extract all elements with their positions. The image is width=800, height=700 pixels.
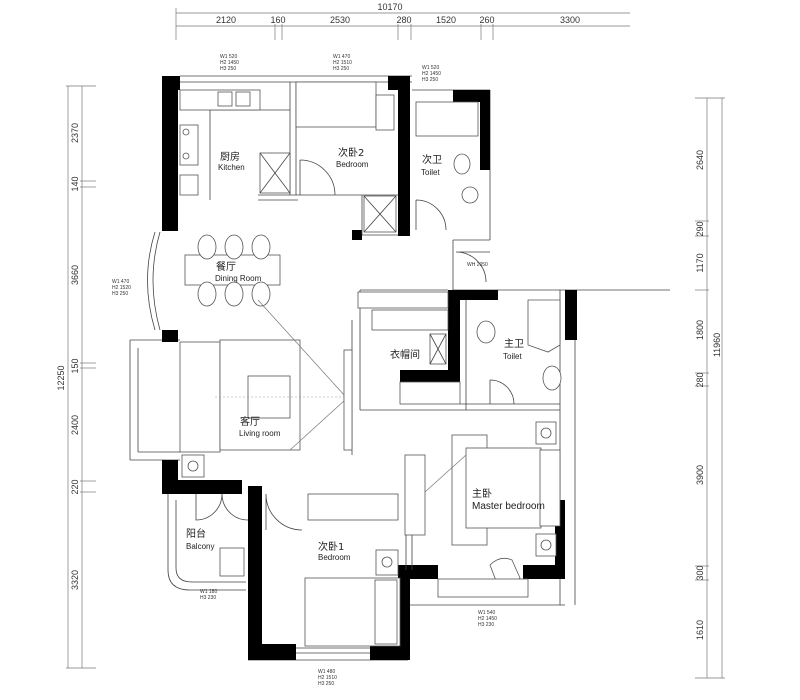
dim-label: 160 xyxy=(270,15,285,25)
room-label-balcony-cn: 阳台 xyxy=(186,527,206,540)
dim-label: 280 xyxy=(396,15,411,25)
room-label-kitchen-cn: 厨房 xyxy=(220,150,240,163)
master-bed xyxy=(465,447,542,529)
door-tag: WH 2050 xyxy=(467,262,488,268)
dim-label: 280 xyxy=(695,372,705,387)
window-tag: H3 250 xyxy=(318,681,334,687)
dim-label: 260 xyxy=(479,15,494,25)
washer xyxy=(219,547,245,577)
window-tag: W1 520 xyxy=(422,65,439,71)
dim-label: 1800 xyxy=(695,320,705,340)
dim-label: 2640 xyxy=(695,150,705,170)
window-tag: W1 470 xyxy=(333,54,350,60)
basin-icon xyxy=(542,365,562,391)
dim-label: 1170 xyxy=(695,253,705,272)
window-tag: H2 1510 xyxy=(333,60,352,66)
window-tag: W1 180 xyxy=(200,589,217,595)
bathtub-icon xyxy=(415,101,479,137)
window-tag: H3 250 xyxy=(422,77,438,83)
room-label-master-toilet-cn: 主卫 xyxy=(504,338,524,350)
right-dimension-chain: 2640 290 1170 1800 280 3900 300 1610 119… xyxy=(695,97,725,679)
dim-label: 290 xyxy=(695,221,705,236)
dim-label: 1520 xyxy=(436,15,456,25)
room-label-toilet2-en: Toilet xyxy=(421,168,440,177)
wardrobe xyxy=(399,381,461,405)
window-tag: W1 520 xyxy=(220,54,237,60)
window-tag: H3 230 xyxy=(200,595,216,601)
total-height-label-left: 12250 xyxy=(56,365,66,390)
window-tag: H3 250 xyxy=(220,66,236,72)
room-labels: 厨房 Kitchen 次卧2 Bedroom 次卫 Toilet 餐厅 Dini… xyxy=(186,146,545,562)
window-tag: H3 230 xyxy=(478,622,494,628)
window-tag: H3 250 xyxy=(112,291,128,297)
room-label-living-en: Living room xyxy=(239,429,281,438)
total-width-label: 10170 xyxy=(377,2,402,12)
dim-label: 2530 xyxy=(330,15,350,25)
window-tags: W1 520 H2 1450 H3 250 W1 470 H2 1510 H3 … xyxy=(112,54,497,687)
room-label-dining-en: Dining Room xyxy=(215,274,262,283)
dim-label: 3300 xyxy=(560,15,580,25)
basin-icon xyxy=(461,186,479,204)
dim-label: 2370 xyxy=(70,123,80,143)
room-label-toilet2-cn: 次卫 xyxy=(422,153,442,166)
total-height-label-right: 11960 xyxy=(712,333,722,357)
room-label-dining-cn: 餐厅 xyxy=(216,260,236,273)
shower-icon xyxy=(527,299,561,353)
room-label-closet-cn: 衣帽间 xyxy=(390,348,420,361)
dim-label: 150 xyxy=(70,358,80,373)
room-label-bedroom2-en: Bedroom xyxy=(336,160,369,169)
tv-cabinet xyxy=(343,349,353,451)
dim-label: 220 xyxy=(70,479,80,494)
toilet-icon xyxy=(453,153,471,175)
window-tag: H2 1450 xyxy=(478,616,497,622)
dim-label: 3900 xyxy=(695,465,705,485)
room-label-bedroom1-en: Bedroom xyxy=(318,553,351,562)
room-label-bedroom2-cn: 次卧2 xyxy=(338,146,364,159)
sink-icon xyxy=(217,91,233,107)
window-tag: W1 470 xyxy=(112,279,129,285)
sofa xyxy=(179,341,221,453)
left-dimension-chain: 2370 140 3660 150 2400 220 3320 12250 xyxy=(56,85,96,669)
window-tag: H2 1510 xyxy=(318,675,337,681)
dim-label: 3660 xyxy=(70,265,80,285)
room-label-master-en: Master bedroom xyxy=(472,501,545,512)
room-label-master-cn: 主卧 xyxy=(472,487,492,500)
top-dimension-chain: 10170 2120 160 2530 280 1520 260 3300 xyxy=(175,2,630,40)
window-tag: W1 480 xyxy=(318,669,335,675)
window-tag: H2 1520 xyxy=(112,285,131,291)
toilet-icon xyxy=(476,320,496,344)
window-tag: H3 250 xyxy=(333,66,349,72)
wardrobe xyxy=(371,309,449,331)
room-label-kitchen-en: Kitchen xyxy=(218,163,245,172)
wardrobe xyxy=(307,493,399,521)
dim-label: 3320 xyxy=(70,570,80,590)
walls xyxy=(162,76,577,660)
dim-label: 140 xyxy=(70,176,80,191)
dim-label: 2400 xyxy=(70,415,80,435)
dim-label: 300 xyxy=(695,565,705,580)
window-tag: H2 1450 xyxy=(422,71,441,77)
dim-label: 2120 xyxy=(216,15,236,25)
room-label-bedroom1-cn: 次卧1 xyxy=(318,540,344,553)
room-label-balcony-en: Balcony xyxy=(186,542,214,551)
window-tag: W1 540 xyxy=(478,610,495,616)
room-label-master-toilet-en: Toilet xyxy=(503,352,522,361)
furniture xyxy=(179,81,562,654)
window-tag: H2 1450 xyxy=(220,60,239,66)
dim-label: 1610 xyxy=(695,620,705,640)
room-label-living-cn: 客厅 xyxy=(240,415,260,428)
